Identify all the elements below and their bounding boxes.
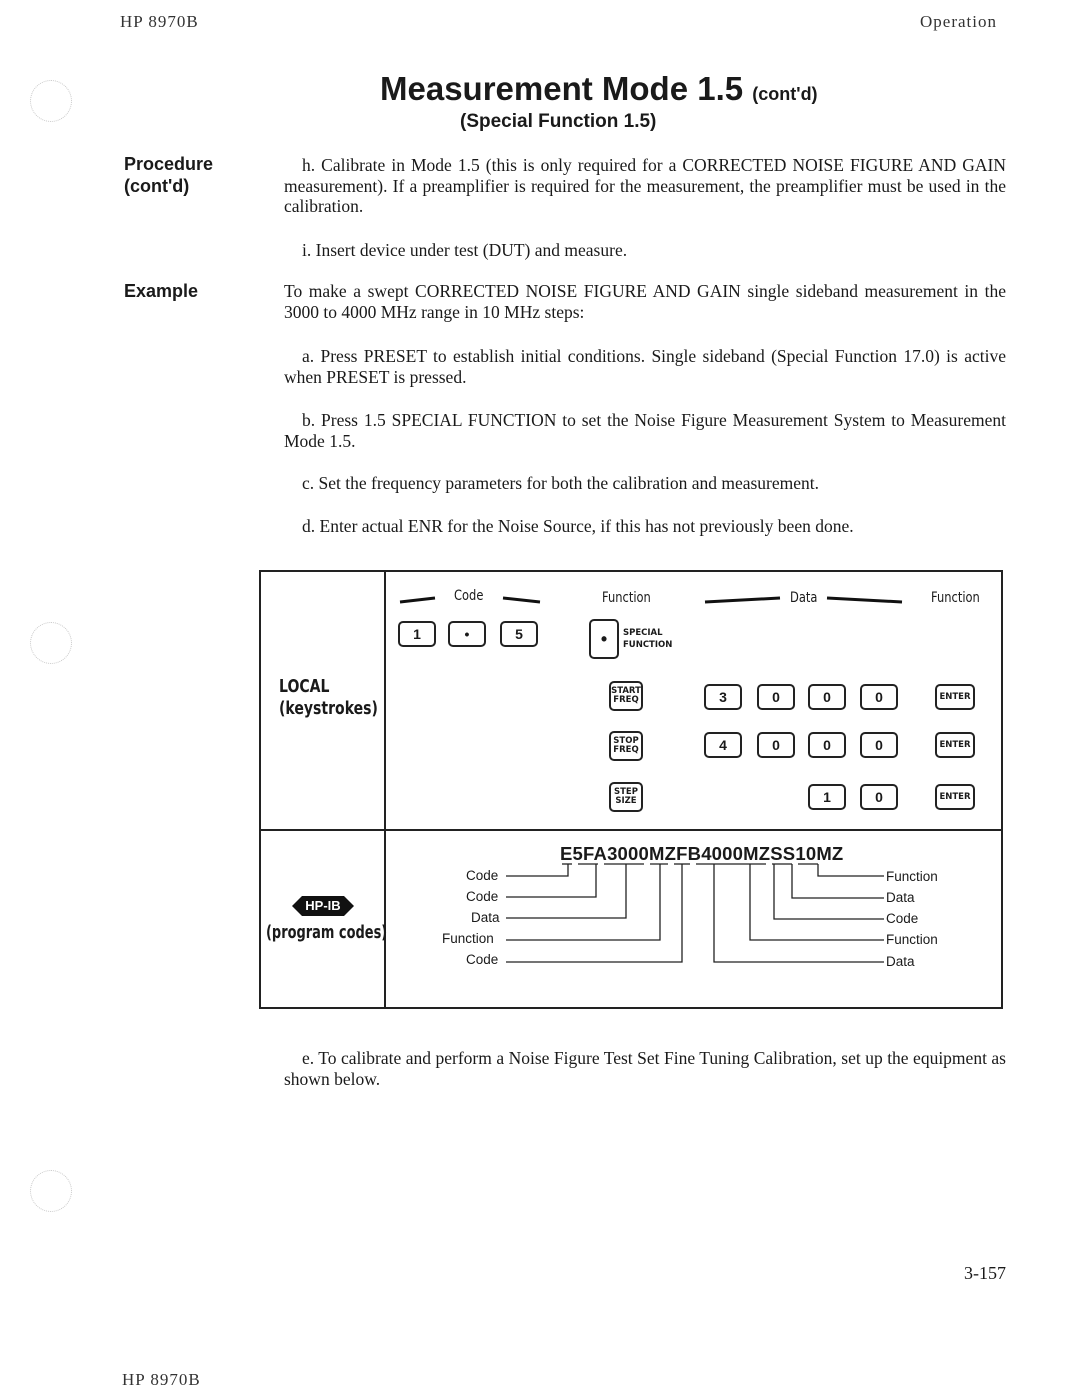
binder-hole [30,622,72,664]
keystrokes-label: (keystrokes) [279,698,378,719]
title-main: Measurement Mode 1.5 [380,70,744,107]
header-section: Operation [920,12,997,31]
right-label-function: Function [886,932,938,947]
freq-label: FREQ [613,745,639,755]
step-h: h. Calibrate in Mode 1.5 (this is only r… [284,155,1006,216]
key-0: 0 [808,732,846,758]
procedure-contd-label: (cont'd) [124,176,190,196]
header-manual-id: HP 8970B [120,12,199,31]
special-function-key: • [589,619,619,659]
step-e: e. To calibrate and perform a Noise Figu… [284,1048,1006,1089]
special-label: SPECIAL [623,628,663,638]
hpib-badge-label: HP-IB [305,898,341,913]
example-heading: Example [124,281,199,301]
left-label-function: Function [442,931,494,946]
freq-label: FREQ [613,695,639,705]
step-b: b. Press 1.5 SPECIAL FUNCTION to set the… [284,410,1006,451]
right-label-data: Data [886,954,915,969]
footer-manual-id: HP 8970B [122,1370,201,1389]
key-3: 3 [704,684,742,710]
left-label-code: Code [466,952,499,967]
left-label-code: Code [466,889,499,904]
step-d: d. Enter actual ENR for the Noise Source… [302,516,854,536]
enter-key: ENTER [935,732,975,758]
column-header-code: Code [454,588,484,604]
key-4: 4 [704,732,742,758]
key-0: 0 [757,732,795,758]
program-code-string: E5FA3000MZFB4000MZSS10MZ [560,843,844,864]
procedure-label: Procedure [124,154,214,174]
enter-key: ENTER [935,784,975,810]
page-title: Measurement Mode 1.5 (cont'd) [380,70,818,108]
right-label-function: Function [886,869,938,884]
example-intro: To make a swept CORRECTED NOISE FIGURE A… [284,281,1006,322]
page-number: 3-157 [964,1263,1006,1283]
program-codes-label: (program codes) [266,922,388,943]
left-label-data: Data [471,910,500,925]
key-decimal: • [448,621,486,647]
special-function-dot: • [600,628,608,649]
start-label: START [611,686,641,696]
hpib-badge-icon [292,896,354,916]
key-0: 0 [757,684,795,710]
key-0: 0 [860,684,898,710]
table-divider-vertical [384,570,386,1009]
key-5: 5 [500,621,538,647]
column-header-data: Data [790,590,818,606]
column-header-rules [399,596,903,604]
step-size-key: STEP SIZE [609,782,643,812]
title-suffix: (cont'd) [752,84,818,104]
right-label-code: Code [886,911,919,926]
key-0: 0 [860,732,898,758]
key-0: 0 [808,684,846,710]
stop-freq-key: STOP FREQ [609,731,643,761]
step-c: c. Set the frequency parameters for both… [302,473,820,493]
procedure-heading: Procedure (cont'd) [124,153,213,197]
left-label-code: Code [466,868,499,883]
local-keystrokes-label: LOCAL (keystrokes) [279,676,378,720]
function-label: FUNCTION [623,640,673,650]
step-label: STEP [614,787,638,797]
keystroke-table [259,570,1003,1009]
local-label: LOCAL [279,676,330,697]
step-a: a. Press PRESET to establish initial con… [284,346,1006,387]
key-1: 1 [398,621,436,647]
column-header-function-2: Function [931,590,980,606]
start-freq-key: START FREQ [609,681,643,711]
page-subtitle: (Special Function 1.5) [460,111,657,132]
enter-key: ENTER [935,684,975,710]
stop-label: STOP [613,736,639,746]
binder-hole [30,80,72,122]
column-header-function: Function [602,590,651,606]
binder-hole [30,1170,72,1212]
right-label-data: Data [886,890,915,905]
size-label: SIZE [615,796,637,806]
step-i: i. Insert device under test (DUT) and me… [302,240,628,260]
special-function-label: SPECIAL FUNCTION [623,627,672,651]
table-divider-horizontal [259,829,1003,831]
key-0: 0 [860,784,898,810]
key-1: 1 [808,784,846,810]
